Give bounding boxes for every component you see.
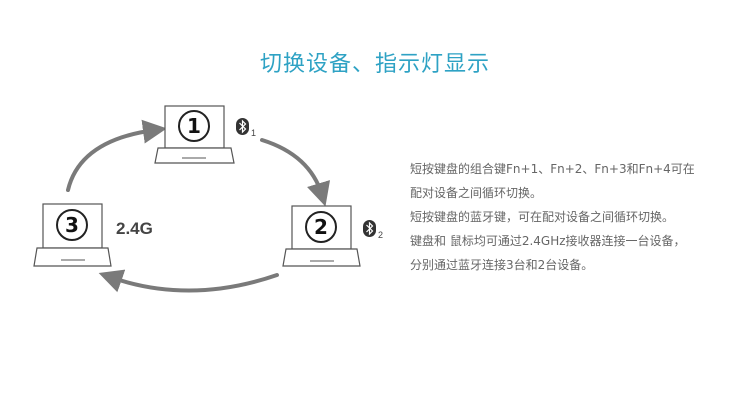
- bluetooth-channel-1: 1: [251, 128, 257, 138]
- description-line: 短按键盘的蓝牙键，可在配对设备之间循环切换。: [410, 210, 675, 224]
- connection-label-2-4g: 2.4G: [116, 219, 153, 238]
- description-line: 分别通过蓝牙连接3台和2台设备。: [410, 258, 594, 272]
- page-title: 切换设备、指示灯显示: [259, 52, 490, 77]
- bluetooth-channel-2: 2: [378, 230, 384, 240]
- bluetooth-icon: [236, 118, 249, 135]
- arrow-3-to-1: [66, 119, 167, 192]
- device-number-2: 2: [305, 211, 337, 243]
- device-number-3: 3: [56, 209, 88, 241]
- description-text: 短按键盘的组合键Fn+1、Fn+2、Fn+3和Fn+4可在 配对设备之间循环切换…: [410, 157, 740, 277]
- description-line: 配对设备之间循环切换。: [410, 186, 543, 200]
- description-line: 键盘和 鼠标均可通过2.4GHz接收器连接一台设备，: [410, 234, 686, 248]
- device-number-1: 1: [178, 110, 210, 142]
- bluetooth-icon: [363, 220, 376, 237]
- arrow-2-to-3: [98, 269, 279, 293]
- description-line: 短按键盘的组合键Fn+1、Fn+2、Fn+3和Fn+4可在: [410, 162, 695, 176]
- laptop-icon: [154, 105, 235, 164]
- arrow-1-to-2: [260, 138, 331, 207]
